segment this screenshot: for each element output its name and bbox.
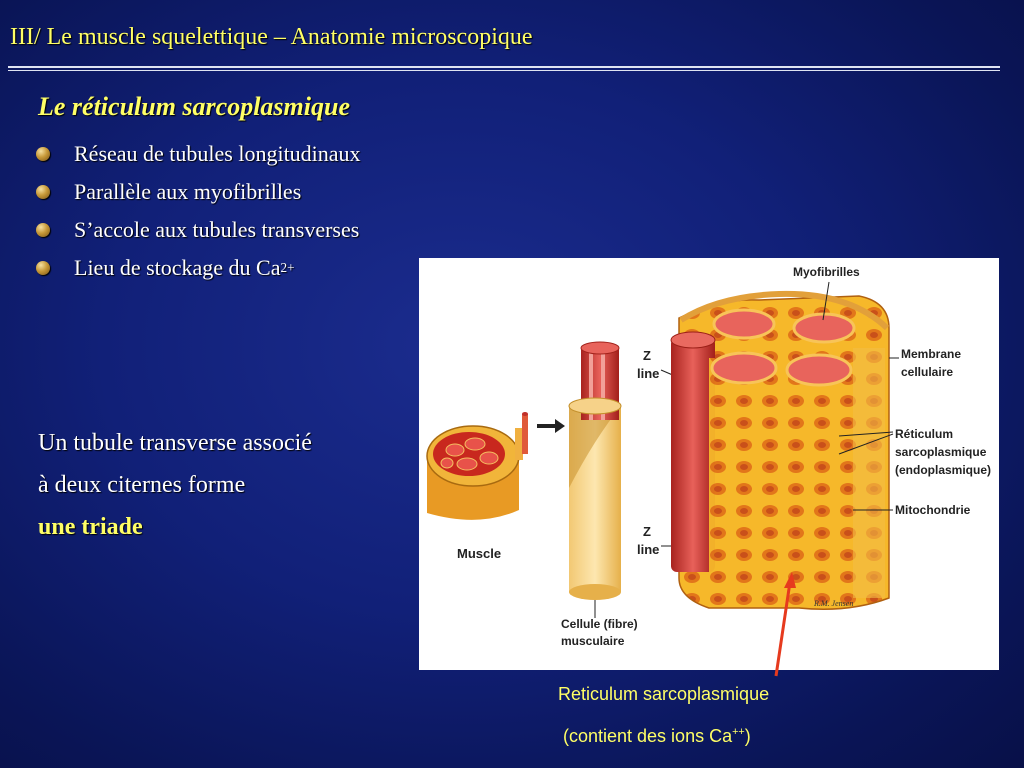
triade-highlight: une triade bbox=[38, 514, 143, 540]
svg-text:musculaire: musculaire bbox=[561, 634, 625, 648]
svg-text:Muscle: Muscle bbox=[457, 546, 501, 561]
caption-reticulum: Reticulum sarcoplasmique bbox=[558, 684, 770, 704]
svg-text:(endoplasmique): (endoplasmique) bbox=[895, 463, 991, 477]
svg-text:Membrane: Membrane bbox=[901, 347, 961, 361]
title-divider bbox=[8, 66, 1000, 68]
svg-text:R.M. Jensen: R.M. Jensen bbox=[813, 599, 853, 608]
svg-text:Z: Z bbox=[643, 348, 651, 363]
myofibril-block bbox=[670, 290, 890, 610]
muscle-cross-section bbox=[426, 412, 528, 520]
svg-text:Réticulum: Réticulum bbox=[895, 427, 953, 441]
bullet-item: S’accole aux tubules transverses bbox=[36, 211, 361, 249]
arrow-right-icon bbox=[537, 419, 565, 433]
reticulum-pointer-arrow bbox=[774, 572, 796, 677]
svg-text:cellulaire: cellulaire bbox=[901, 365, 953, 379]
triade-paragraph: Un tubule transverse associé à deux cite… bbox=[38, 422, 312, 548]
bullet-item: Réseau de tubules longitudinaux bbox=[36, 135, 361, 173]
caption-calcium: (contient des ions Ca++) bbox=[563, 726, 751, 746]
svg-text:line: line bbox=[637, 542, 659, 557]
svg-text:Cellule (fibre): Cellule (fibre) bbox=[561, 617, 638, 631]
svg-text:Mitochondrie: Mitochondrie bbox=[895, 503, 971, 517]
bullet-list: Réseau de tubules longitudinaux Parallèl… bbox=[36, 135, 361, 287]
bullet-icon bbox=[36, 223, 50, 237]
bullet-icon bbox=[36, 261, 50, 275]
bullet-icon bbox=[36, 185, 50, 199]
svg-text:line: line bbox=[637, 366, 659, 381]
section-subtitle: Le réticulum sarcoplasmique bbox=[38, 92, 350, 121]
muscle-anatomy-figure: Muscle Cellule (fibre) musculaire Z line… bbox=[419, 258, 999, 670]
svg-text:sarcoplasmique: sarcoplasmique bbox=[895, 445, 987, 459]
bullet-icon bbox=[36, 147, 50, 161]
svg-text:Z: Z bbox=[643, 524, 651, 539]
svg-text:Myofibrilles: Myofibrilles bbox=[793, 265, 860, 279]
muscle-fibre bbox=[568, 341, 622, 600]
title-divider-thin bbox=[8, 70, 1000, 71]
bullet-item: Parallèle aux myofibrilles bbox=[36, 173, 361, 211]
slide-title: III/ Le muscle squelettique – Anatomie m… bbox=[10, 24, 533, 50]
